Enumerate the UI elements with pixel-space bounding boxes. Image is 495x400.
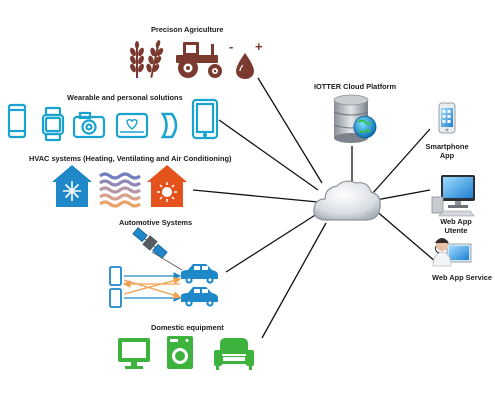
domestic-label: Domestic equipment xyxy=(151,323,224,332)
link-webapp-service xyxy=(373,208,437,263)
database-globe-icon xyxy=(333,94,377,143)
heat-waves-icon xyxy=(99,172,141,208)
cold-house-icon xyxy=(52,165,92,207)
smartphone-app-label-line2: App xyxy=(439,150,455,160)
wearable-label: Wearable and personal solutions xyxy=(67,93,183,102)
drop-icon xyxy=(236,53,254,79)
link-agriculture xyxy=(257,77,323,184)
health-monitor-icon xyxy=(115,112,149,139)
automotive-arrows xyxy=(122,272,182,302)
smartwatch-icon xyxy=(41,106,65,142)
smartphone-app-label: Smartphone App xyxy=(425,142,469,160)
tablet-icon xyxy=(191,98,219,140)
phone-icon xyxy=(109,266,122,308)
agriculture-label: Precison Agriculture xyxy=(151,25,224,34)
operator-icon xyxy=(432,238,472,267)
webapp-service-label: Web App Service xyxy=(432,273,492,282)
washing-machine-icon xyxy=(167,336,193,369)
link-smartphone xyxy=(371,128,431,195)
automotive-label: Automotive Systems xyxy=(119,218,193,227)
wheat-icon xyxy=(130,40,164,78)
smartphone-client-icon xyxy=(438,102,456,134)
plus-sign: + xyxy=(255,39,263,54)
car-icon xyxy=(181,264,218,307)
camera-icon xyxy=(72,111,106,139)
link-webapp-user xyxy=(375,189,431,201)
smartphone-app-label-line1: Smartphone xyxy=(425,142,469,151)
webapp-user-label: Web App Utente xyxy=(440,217,472,235)
link-hvac xyxy=(192,189,319,203)
link-domestic xyxy=(261,222,327,339)
armchair-icon xyxy=(214,338,254,370)
link-automotive xyxy=(225,211,321,273)
minus-sign: - xyxy=(229,39,233,54)
connection-lines xyxy=(192,77,437,339)
desktop-computer-icon xyxy=(431,175,475,217)
monitor-icon xyxy=(118,338,150,369)
link-wearable xyxy=(218,119,319,191)
cloud-icon xyxy=(313,180,381,221)
satellite-icon xyxy=(132,227,183,271)
webapp-user-label-line1: Web App xyxy=(440,217,472,226)
smartphone-icon xyxy=(7,103,27,139)
fitness-band-icon xyxy=(160,112,178,139)
hot-house-icon xyxy=(147,165,187,207)
webapp-user-label-line2: Utente xyxy=(444,225,468,235)
hvac-label: HVAC systems (Heating, Ventilating and A… xyxy=(29,154,232,163)
cloud-platform-label: IOTTER Cloud Platform xyxy=(314,82,397,91)
tractor-icon xyxy=(176,42,222,78)
